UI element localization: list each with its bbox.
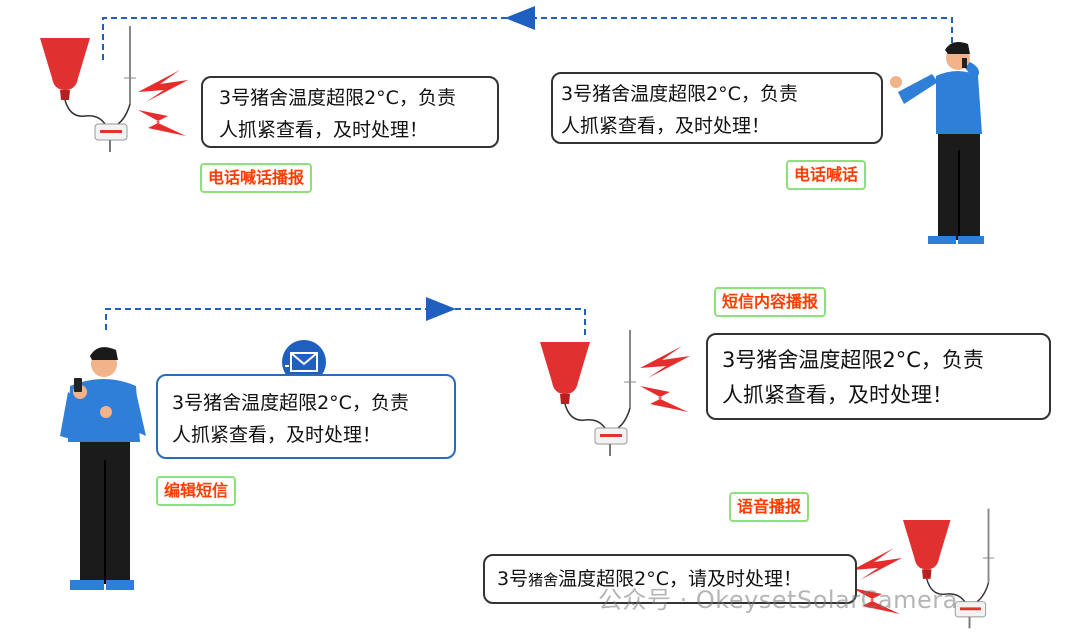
speech-bubble-speaker-1: 3号猪舍温度超限2°C，负责 人抓紧查看，及时处理！ (201, 76, 499, 148)
label-sms-broadcast: 短信内容播报 (714, 287, 827, 317)
envelope-icon (282, 340, 326, 384)
speech-bubble-voice: 3号猪舍温度超限2°C，请及时处理！ (483, 554, 857, 604)
bubble-text-part: 猪舍 (528, 571, 559, 589)
speaker-device-2 (539, 329, 637, 457)
signal-bolts-1 (138, 70, 188, 136)
label-edit-sms: 编辑短信 (156, 476, 237, 506)
speaker-device-1 (39, 25, 137, 153)
man-phone-call (890, 42, 984, 244)
speech-bubble-speaker-2: 3号猪舍温度超限2°C，负责 人抓紧查看，及时处理！ (706, 333, 1051, 420)
speech-bubble-phone-caller: 3号猪舍温度超限2°C，负责 人抓紧查看，及时处理！ (551, 72, 883, 144)
bubble-text: 3号猪舍温度超限2°C，负责 人抓紧查看，及时处理！ (722, 348, 984, 407)
signal-bolts-2 (640, 346, 690, 412)
label-phone-call: 电话喊话 (786, 160, 867, 190)
bubble-text: 3号猪舍温度超限2°C，负责 人抓紧查看，及时处理！ (561, 83, 798, 137)
bubble-text: 3号猪舍温度超限2°C，负责 人抓紧查看，及时处理！ (172, 392, 409, 446)
middle-route-arrow (105, 297, 586, 336)
top-route-arrow (102, 6, 953, 60)
bubble-text-part: 3号 (497, 568, 529, 590)
label-voice-broadcast: 语音播报 (729, 492, 810, 522)
label-phone-broadcast: 电话喊话播报 (200, 163, 313, 193)
bubble-text: 3号猪舍温度超限2°C，负责 人抓紧查看，及时处理！ (219, 87, 456, 141)
bubble-text-part: 温度超限2°C，请及时处理！ (558, 568, 802, 590)
speech-bubble-sms-editor: 3号猪舍温度超限2°C，负责 人抓紧查看，及时处理！ (156, 374, 456, 459)
man-texting (60, 347, 146, 590)
watermark: 公众号 · OkeysetSolarCamera (598, 586, 958, 614)
